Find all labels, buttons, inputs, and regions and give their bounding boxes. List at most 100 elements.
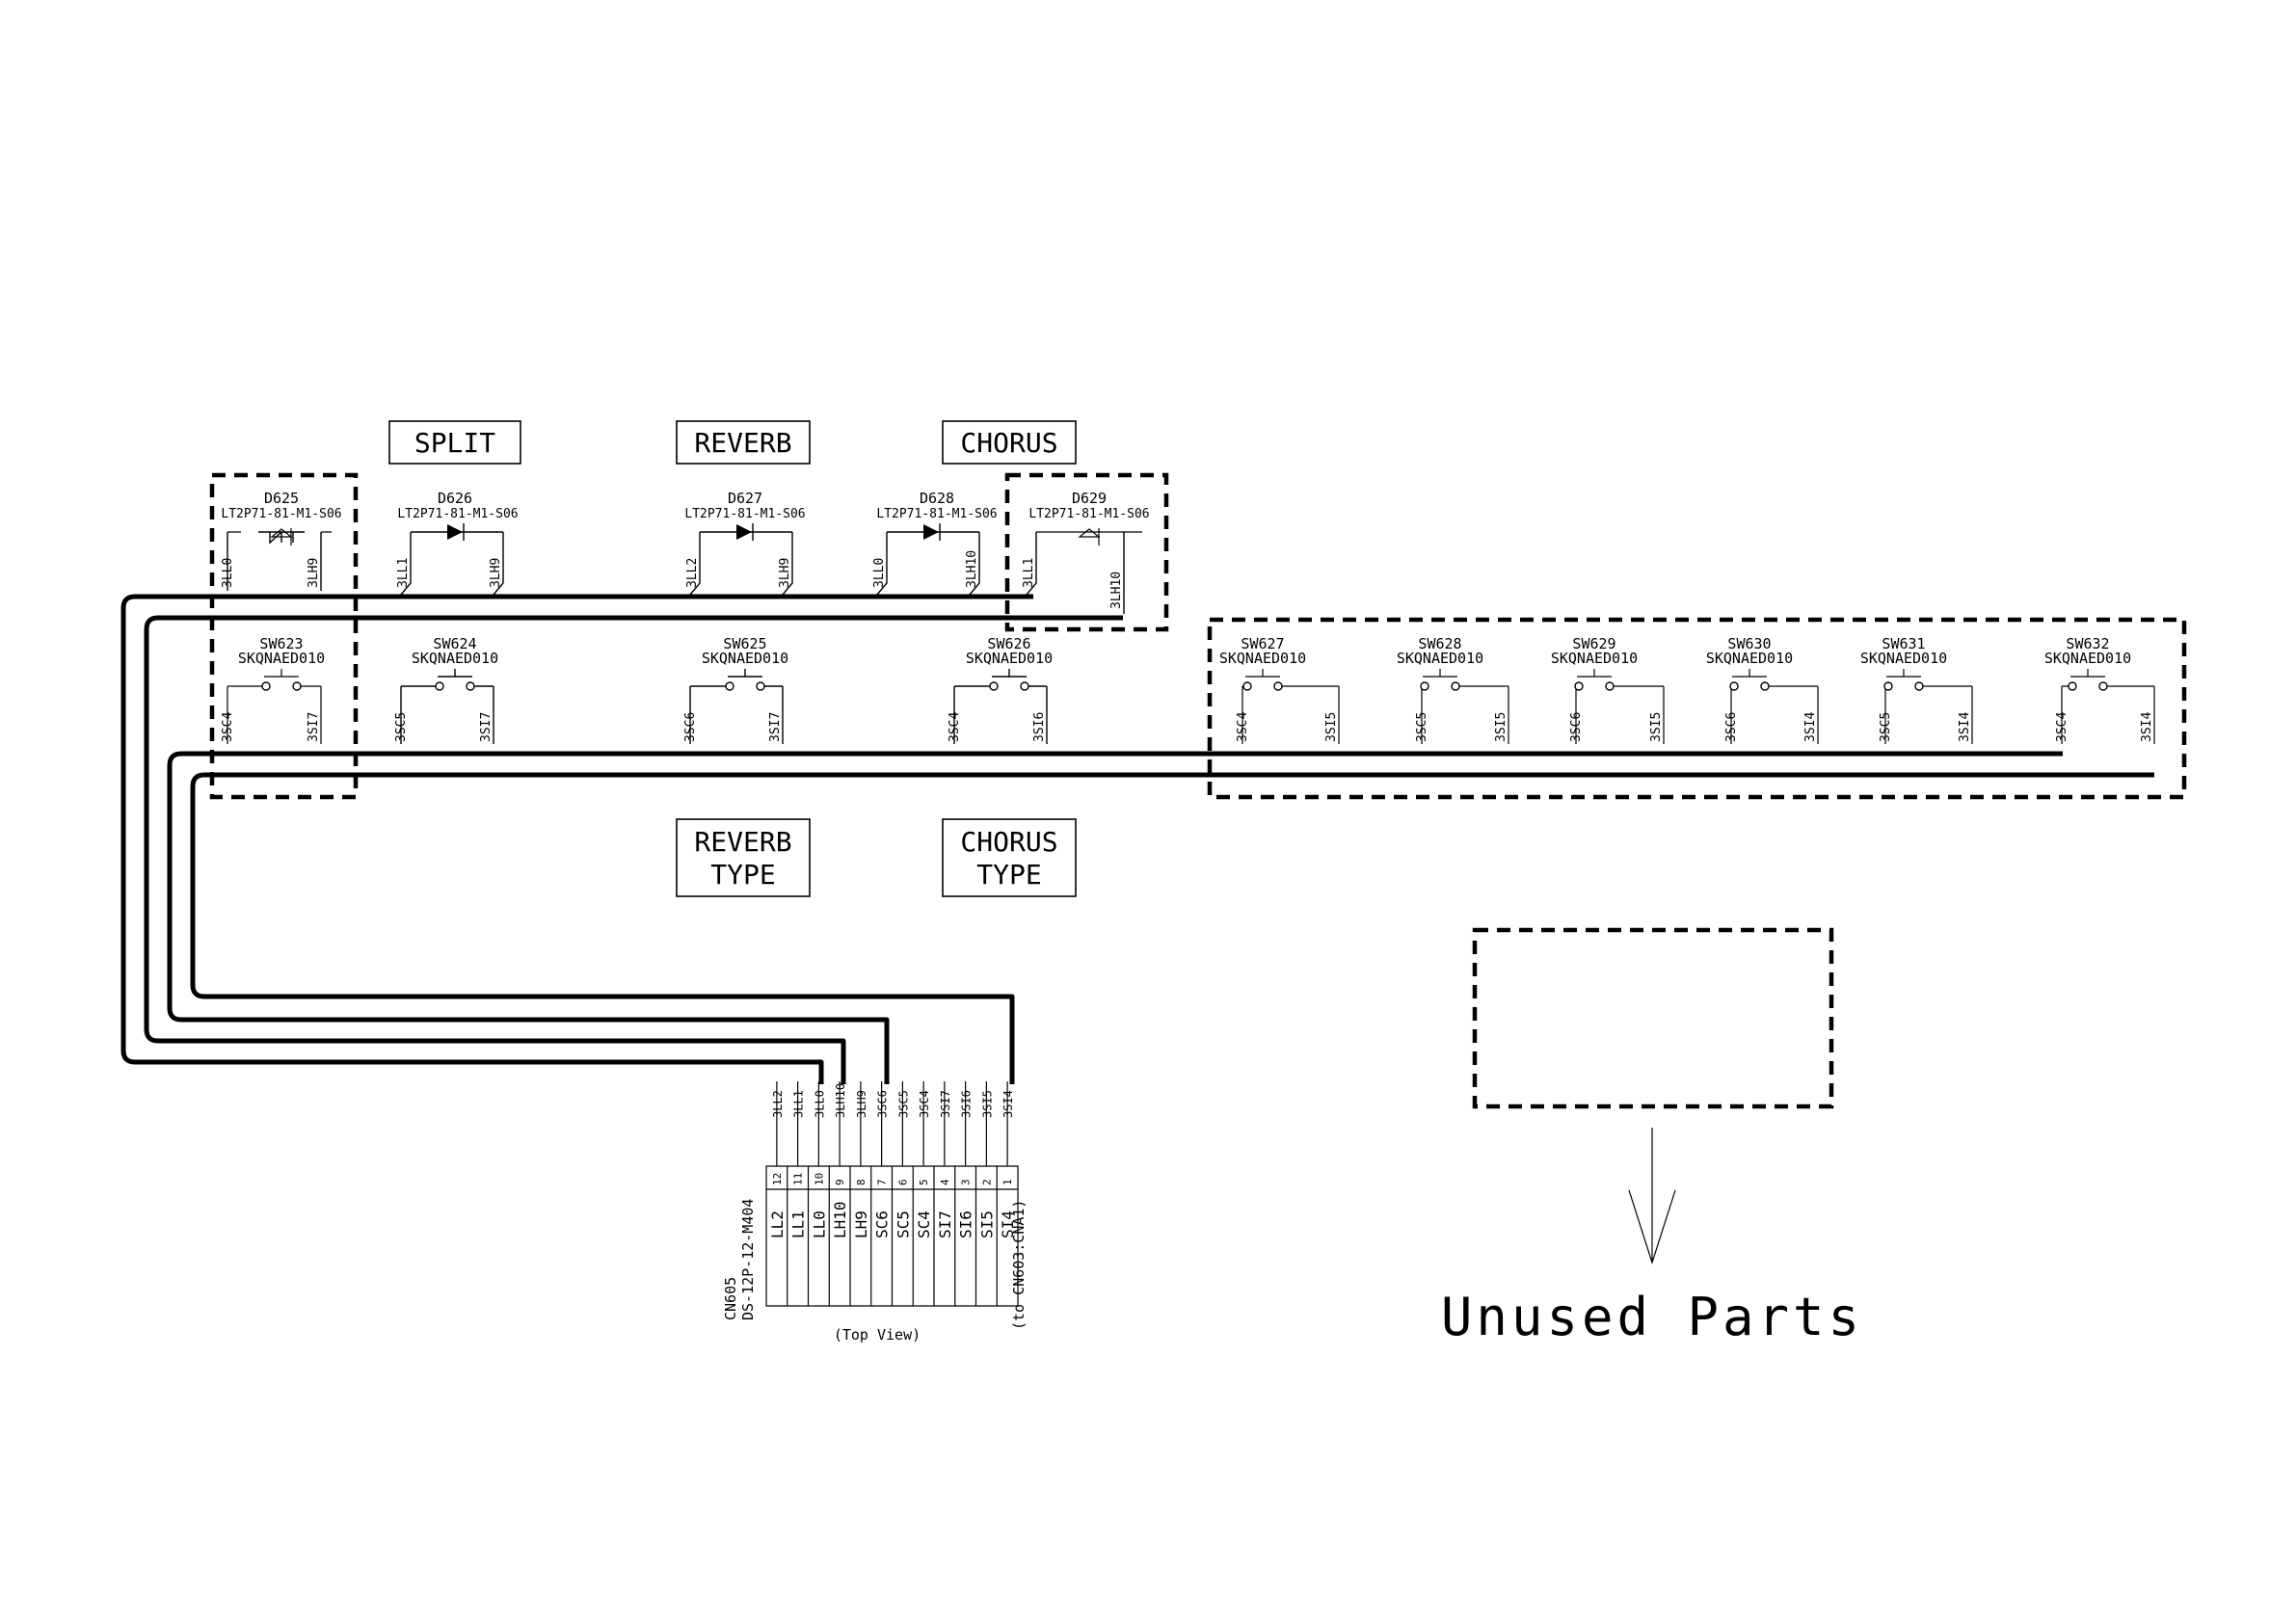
svg-text:SKQNAED010: SKQNAED010 <box>1397 650 1483 667</box>
svg-text:9: 9 <box>834 1179 846 1185</box>
svg-text:D625: D625 <box>264 490 299 507</box>
svg-text:3SC6: 3SC6 <box>1724 712 1739 742</box>
svg-text:3SC4: 3SC4 <box>918 1090 931 1118</box>
svg-text:SKQNAED010: SKQNAED010 <box>238 650 325 667</box>
svg-text:SW625: SW625 <box>723 635 766 652</box>
svg-text:SW632: SW632 <box>2066 635 2109 652</box>
unused-outline-d625-sw623 <box>209 472 359 800</box>
svg-text:D628: D628 <box>920 490 954 507</box>
svg-text:SW627: SW627 <box>1241 635 1284 652</box>
svg-text:3SI6: 3SI6 <box>960 1090 974 1118</box>
led-d628: D628 LT2P71-81-M1-S06 3LL0 3LH10 <box>872 490 998 596</box>
svg-text:3LL1: 3LL1 <box>792 1090 806 1118</box>
svg-text:LH9: LH9 <box>852 1211 870 1238</box>
svg-text:3LH10: 3LH10 <box>965 550 979 588</box>
svg-text:3SC4: 3SC4 <box>221 712 235 742</box>
svg-text:SC4: SC4 <box>915 1211 933 1238</box>
svg-text:3SI7: 3SI7 <box>307 712 321 742</box>
panel-label-reverb: REVERB <box>676 420 811 465</box>
svg-text:3LL2: 3LL2 <box>685 558 700 588</box>
svg-text:SKQNAED010: SKQNAED010 <box>1706 650 1793 667</box>
svg-text:Unused Parts: Unused Parts <box>1441 1287 1863 1347</box>
svg-text:3SC5: 3SC5 <box>1415 712 1429 742</box>
svg-text:SW631: SW631 <box>1882 635 1925 652</box>
svg-text:11: 11 <box>792 1173 805 1185</box>
svg-text:4: 4 <box>939 1179 951 1185</box>
svg-text:8: 8 <box>855 1179 868 1185</box>
svg-text:3SI4: 3SI4 <box>2140 712 2154 742</box>
svg-text:CHORUS: CHORUS <box>960 427 1057 459</box>
svg-text:3SC5: 3SC5 <box>394 712 409 742</box>
svg-text:SI5: SI5 <box>977 1211 996 1238</box>
svg-text:(Top View): (Top View) <box>834 1326 921 1344</box>
unused-outline-d629 <box>1004 472 1169 632</box>
svg-text:3SI4: 3SI4 <box>1001 1090 1015 1118</box>
svg-text:3SI5: 3SI5 <box>1324 712 1339 742</box>
svg-text:3SI7: 3SI7 <box>939 1090 952 1118</box>
svg-text:3LH10: 3LH10 <box>834 1083 847 1118</box>
svg-text:SW624: SW624 <box>433 635 476 652</box>
svg-text:D627: D627 <box>728 490 762 507</box>
svg-text:LL2: LL2 <box>768 1211 787 1238</box>
svg-text:12: 12 <box>771 1173 784 1185</box>
svg-text:SPLIT: SPLIT <box>414 427 495 459</box>
svg-text:7: 7 <box>876 1179 889 1185</box>
svg-text:3SC4: 3SC4 <box>1236 712 1250 742</box>
svg-text:SKQNAED010: SKQNAED010 <box>702 650 788 667</box>
svg-text:5: 5 <box>918 1179 930 1185</box>
svg-text:LT2P71-81-M1-S06: LT2P71-81-M1-S06 <box>684 507 805 521</box>
svg-text:3SI7: 3SI7 <box>768 712 783 742</box>
svg-text:3LL1: 3LL1 <box>1022 558 1036 588</box>
svg-text:3LH10: 3LH10 <box>1109 572 1124 609</box>
svg-text:2: 2 <box>980 1179 993 1185</box>
svg-text:3SI4: 3SI4 <box>1958 712 1972 742</box>
svg-text:3LL2: 3LL2 <box>771 1090 785 1118</box>
svg-text:SI6: SI6 <box>957 1211 975 1238</box>
svg-text:SI4: SI4 <box>999 1211 1017 1238</box>
svg-text:3SC4: 3SC4 <box>2055 712 2069 742</box>
svg-text:3SI5: 3SI5 <box>1494 712 1508 742</box>
svg-text:3LL1: 3LL1 <box>396 558 411 588</box>
svg-text:3LH9: 3LH9 <box>307 558 321 588</box>
svg-text:CN605: CN605 <box>722 1277 739 1320</box>
svg-text:SKQNAED010: SKQNAED010 <box>1219 650 1306 667</box>
panel-label-chorus: CHORUS <box>942 420 1077 465</box>
svg-text:SC6: SC6 <box>873 1211 892 1238</box>
led-d629: D629 LT2P71-81-M1-S06 3LL1 3LH10 <box>1022 490 1150 614</box>
svg-text:D626: D626 <box>438 490 472 507</box>
svg-text:3SC5: 3SC5 <box>1879 712 1893 742</box>
svg-text:SW628: SW628 <box>1418 635 1461 652</box>
svg-text:3LL0: 3LL0 <box>813 1090 826 1118</box>
unused-outline-empty <box>1472 927 1834 1109</box>
svg-text:D629: D629 <box>1072 490 1107 507</box>
arrow-down-icon <box>1628 1128 1676 1264</box>
svg-text:DS-12P-12-M404: DS-12P-12-M404 <box>739 1199 757 1320</box>
svg-text:SKQNAED010: SKQNAED010 <box>1860 650 1947 667</box>
svg-text:TYPE: TYPE <box>710 859 775 891</box>
unused-parts-callout: Unused Parts <box>1441 1128 1863 1347</box>
svg-text:SW629: SW629 <box>1572 635 1615 652</box>
svg-text:LT2P71-81-M1-S06: LT2P71-81-M1-S06 <box>876 507 997 521</box>
svg-text:3SI5: 3SI5 <box>1649 712 1664 742</box>
svg-text:3SC6: 3SC6 <box>683 712 698 742</box>
svg-text:3SI5: 3SI5 <box>980 1090 994 1118</box>
svg-text:LT2P71-81-M1-S06: LT2P71-81-M1-S06 <box>1028 507 1149 521</box>
svg-text:3: 3 <box>960 1179 973 1185</box>
connector-cn605: CN605 DS-12P-12-M404 (Top View) (to CN60… <box>722 1081 1028 1344</box>
svg-text:LH10: LH10 <box>831 1201 849 1238</box>
